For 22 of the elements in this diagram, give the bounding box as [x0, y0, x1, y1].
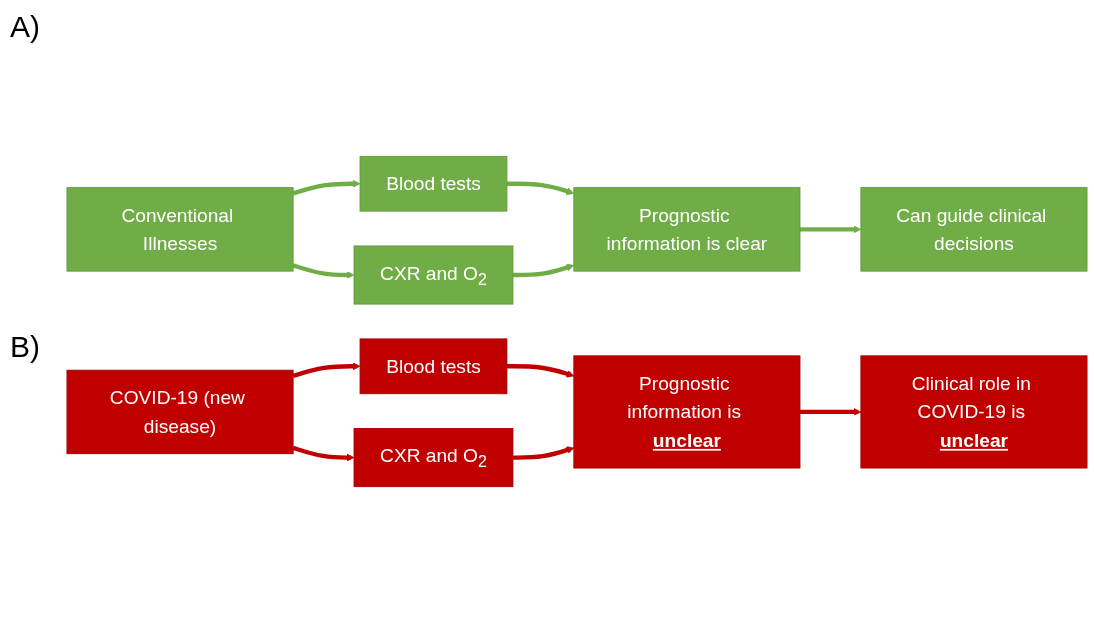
arrow [506, 364, 575, 378]
node-box: Prognostic information is clear [573, 187, 801, 272]
node-box: COVID-19 (new disease) [66, 369, 294, 455]
panel-label: B) [10, 330, 40, 364]
arrow [506, 181, 575, 195]
panel-label: A) [10, 10, 40, 44]
arrow [292, 263, 355, 279]
arrow [512, 446, 575, 460]
node-box: Blood tests [359, 338, 508, 395]
arrow [292, 445, 355, 462]
node-box: Blood tests [359, 155, 508, 212]
node-box: CXR and O$_{2}$ [353, 245, 514, 305]
node-box: Clinical role in COVID-19 is unclear [860, 355, 1088, 469]
node-box: Conventional Illnesses [66, 187, 294, 272]
arrow [512, 263, 575, 278]
node-box: Prognostic information is unclear [573, 355, 801, 469]
node-box: CXR and O$_{2}$ [353, 428, 514, 488]
arrow [800, 408, 862, 416]
node-box: Can guide clinical decisions [860, 187, 1088, 272]
arrow [800, 225, 862, 234]
arrow [292, 362, 361, 379]
arrow [292, 179, 361, 196]
